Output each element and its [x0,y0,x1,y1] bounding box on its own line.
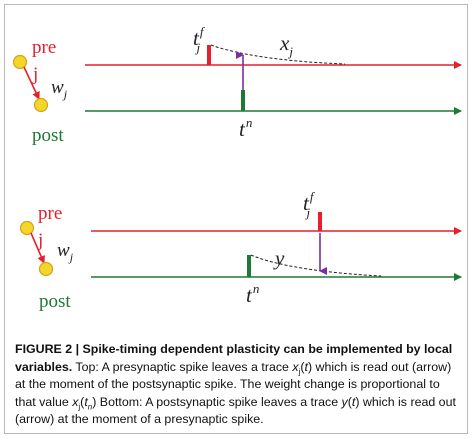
pre-label-top: pre [32,37,56,58]
caption-x2-close: ) [92,394,97,409]
weight-label-bottom: wj [57,240,74,264]
pre-spike-top [207,45,211,65]
post-label-bottom: post [39,291,71,312]
caption-text-1: Top: A presynaptic spike leaves a trace [72,359,293,374]
pre-neuron-top [12,54,28,70]
trace-label-top: xj [279,31,293,59]
caption-y-close: ) [355,394,360,409]
caption-paren-close: ) [307,359,313,374]
caption-t-var: t [304,359,308,374]
caption-x-sub: j [298,366,301,376]
pre-label-bottom: pre [38,203,62,224]
caption-paren-open: ( [300,359,305,374]
trace-y [250,254,382,277]
synapse-label-top: j [32,64,38,85]
caption-y-t: t [351,394,356,409]
caption-text-2: which is read out (arrow) at the moment … [15,359,452,409]
post-label-top: post [32,125,64,146]
caption-x2-var: x [72,394,79,409]
post-spike-top [241,90,245,111]
caption-title: FIGURE 2 | Spike-timing dependent plasti… [15,342,453,374]
synapse-arrow-bottom [30,232,45,264]
pre-spike-bottom [318,212,322,231]
post-neuron-top [33,97,49,113]
post-spike-bottom [247,255,251,277]
pre-neuron-bottom [19,220,35,236]
post-neuron-bottom [38,261,54,277]
caption-x2-sub: j [78,401,81,411]
figure-caption: FIGURE 2 | Spike-timing dependent plasti… [15,341,463,429]
trace-x [210,44,346,65]
caption-text-3: Bottom: A postsynaptic spike leaves a tr… [96,394,342,409]
caption-y-open: ( [347,394,352,409]
synapse-label-bottom: j [37,230,43,251]
caption-x2-t: t [84,394,88,409]
caption-x2-open: ( [80,394,85,409]
synapse-arrow-top [23,66,40,100]
weight-label-top: wj [51,77,68,101]
caption-x-var: x [292,359,299,374]
trace-label-bottom: y [273,246,285,270]
caption-x2-tsub: n [87,401,93,411]
post-spike-label-bottom: tn [246,281,259,307]
caption-y-var: y [341,394,348,409]
caption-text-4: which is read out (arrow) at the moment … [15,394,456,427]
post-spike-label-top: tn [239,115,252,141]
